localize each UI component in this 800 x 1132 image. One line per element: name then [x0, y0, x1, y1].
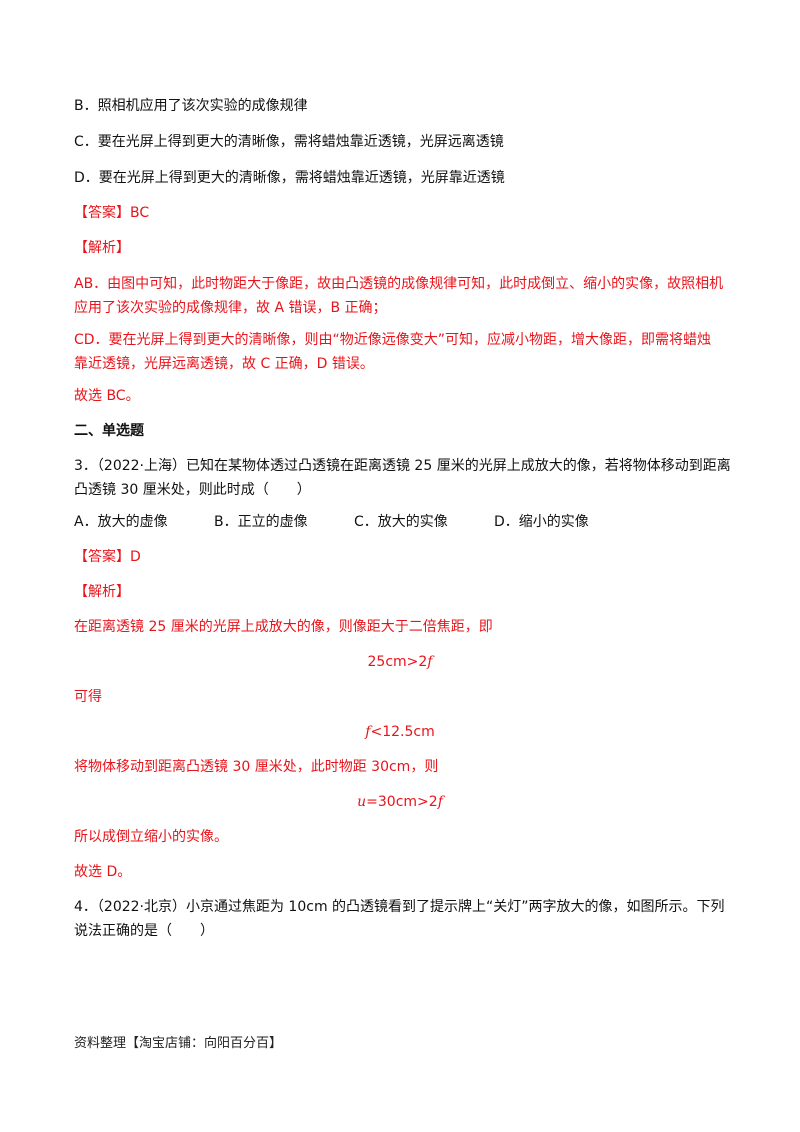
q2-analysis-label: 【解析】: [74, 240, 130, 256]
q3-conclusion: 故选 D。: [74, 864, 132, 880]
q2-analysis-cd-line1: CD．要在光屏上得到更大的清晰像，则由“物近像远像变大”可知，应减小物距，增大像…: [74, 332, 712, 348]
q3-formula-2: f<12.5cm: [0, 722, 800, 742]
q3-answer: 【答案】D: [74, 549, 141, 565]
q3-then: 可得: [74, 689, 102, 705]
formula-3-variable-f: f: [437, 794, 443, 810]
q3-analysis-line3: 所以成倒立缩小的实像。: [74, 829, 228, 845]
q3-formula-1: 25cm>2f: [0, 652, 800, 672]
q3-option-c: C．放大的实像: [354, 514, 448, 530]
formula-2-variable: f: [365, 724, 371, 740]
q4-stem-line2: 说法正确的是（ ）: [74, 923, 214, 939]
q2-analysis-cd-line2: 靠近透镜，光屏远离透镜，故 C 正确，D 错误。: [74, 356, 374, 372]
q3-option-d: D．缩小的实像: [494, 514, 589, 530]
q2-analysis-ab-line1: AB．由图中可知，此时物距大于像距，故由凸透镜的成像规律可知，此时成倒立、缩小的…: [74, 276, 724, 292]
formula-3-variable-u: u: [357, 794, 367, 810]
q2-option-b: B．照相机应用了该次实验的成像规律: [74, 98, 308, 114]
q3-stem-line2: 凸透镜 30 厘米处，则此时成（ ）: [74, 482, 311, 498]
q4-stem-line1: 4．（2022·北京）小京通过焦距为 10cm 的凸透镜看到了提示牌上“关灯”两…: [74, 899, 725, 915]
section-title: 二、单选题: [74, 423, 144, 439]
q3-options: A．放大的虚像 B．正立的虚像 C．放大的实像 D．缩小的实像: [74, 512, 589, 532]
page-footer: 资料整理【淘宝店铺：向阳百分百】: [74, 1036, 283, 1051]
q3-analysis-line1: 在距离透镜 25 厘米的光屏上成放大的像，则像距大于二倍焦距，即: [74, 619, 493, 635]
q3-option-a: A．放大的虚像: [74, 514, 168, 530]
q3-formula-3: u=30cm>2f: [0, 792, 800, 812]
formula-1-prefix: 25cm>2: [367, 654, 428, 670]
q3-option-b: B．正立的虚像: [214, 514, 308, 530]
q2-analysis-ab-line2: 应用了该次实验的成像规律，故 A 错误，B 正确；: [74, 300, 387, 316]
formula-2-suffix: <12.5cm: [370, 724, 435, 740]
formula-3-middle: =30cm>2: [366, 794, 438, 810]
q3-analysis-label: 【解析】: [74, 584, 130, 600]
q2-conclusion: 故选 BC。: [74, 388, 140, 404]
q3-stem-line1: 3．（2022·上海）已知在某物体透过凸透镜在距离透镜 25 厘米的光屏上成放大…: [74, 458, 731, 474]
formula-1-variable: f: [427, 654, 433, 670]
q2-option-d: D．要在光屏上得到更大的清晰像，需将蜡烛靠近透镜，光屏靠近透镜: [74, 170, 505, 186]
q2-answer: 【答案】BC: [74, 205, 150, 221]
q2-option-c: C．要在光屏上得到更大的清晰像，需将蜡烛靠近透镜，光屏远离透镜: [74, 134, 504, 150]
q3-analysis-line2: 将物体移动到距离凸透镜 30 厘米处，此时物距 30cm，则: [74, 759, 439, 775]
